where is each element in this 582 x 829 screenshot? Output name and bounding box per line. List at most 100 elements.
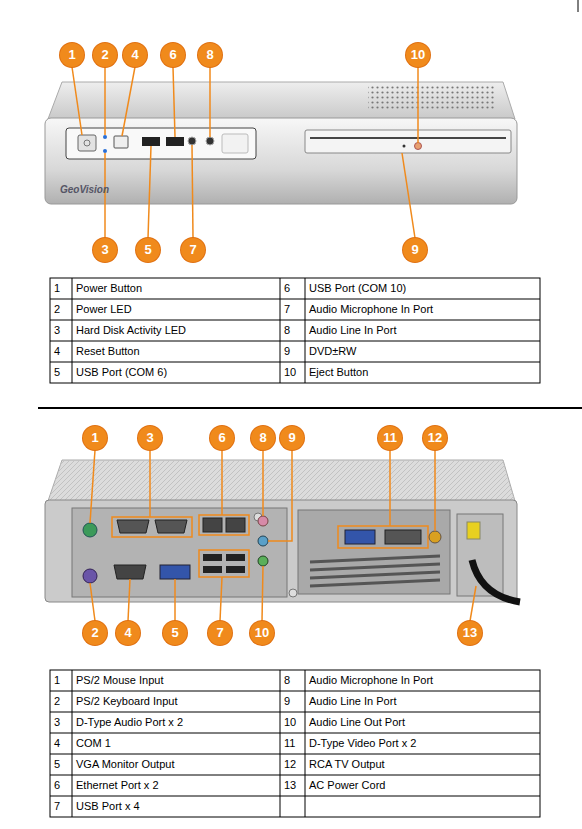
table-cell-text: 8: [284, 670, 303, 691]
case-top: [48, 82, 515, 119]
screw: [289, 589, 297, 597]
table-cell-text: PS/2 Mouse Input: [76, 670, 278, 691]
leader-line: [174, 579, 176, 621]
table-grid: [50, 670, 540, 817]
table-cell-text: Power Button: [76, 278, 278, 299]
dvd-slot: [310, 137, 506, 139]
vga-port: [160, 565, 190, 579]
leader-line: [149, 450, 151, 517]
io-shield: [72, 508, 287, 597]
ethernet-port: [203, 518, 222, 532]
leader-line: [220, 577, 222, 621]
table-cell-text: 5: [54, 754, 70, 775]
table-grid: [50, 670, 540, 817]
expansion-card: [298, 510, 450, 594]
rca-port: [429, 531, 441, 543]
vent-holes: [368, 86, 496, 110]
leader-line: [221, 450, 223, 515]
front-face: [45, 118, 517, 204]
callout-number: 10: [250, 621, 274, 645]
usb-port: [203, 566, 222, 573]
leader-line: [268, 450, 292, 541]
front-panel: [66, 128, 256, 159]
table-cell-text: Ethernet Port x 2: [76, 775, 278, 796]
table-cell-text: Audio Microphone In Port: [309, 299, 538, 320]
leader-line: [417, 67, 419, 143]
leader-line: [470, 586, 476, 621]
leader-line: [72, 67, 82, 135]
leader-line: [402, 153, 415, 238]
table-cell-text: Eject Button: [309, 362, 538, 383]
table-cell-text: 2: [54, 691, 70, 712]
mic-jack: [258, 516, 268, 526]
table-cell-text: AC Power Cord: [309, 775, 538, 796]
usb-port: [226, 566, 245, 573]
power-label: [467, 522, 480, 539]
rear-face: [45, 500, 517, 602]
table-cell-text: 8: [284, 320, 303, 341]
table-cell-text: D-Type Video Port x 2: [309, 733, 538, 754]
leader-line: [192, 145, 193, 238]
callout-box: [199, 515, 249, 535]
power-led: [103, 135, 107, 139]
callout-number: 11: [378, 426, 402, 450]
table-cell-text: COM 1: [76, 733, 278, 754]
hdd-led: [103, 149, 107, 153]
ps2-mouse-port: [83, 523, 97, 537]
dvd-bezel: [305, 130, 511, 153]
power-cord: [472, 560, 520, 602]
callout-number: 3: [138, 426, 162, 450]
table-cell-text: Audio Line In Port: [309, 320, 538, 341]
table-cell-text: PS/2 Keyboard Input: [76, 691, 278, 712]
table-cell-text: 4: [54, 733, 70, 754]
leader-line: [104, 153, 106, 238]
case-texture: [48, 460, 515, 501]
callout-number: 7: [208, 621, 232, 645]
callout-box: [112, 517, 192, 537]
reset-button: [114, 136, 128, 148]
d-type-audio-port: [155, 520, 187, 533]
leader-line: [90, 583, 95, 621]
line-in-jack: [206, 137, 214, 145]
usb-port: [203, 554, 222, 561]
table-cell-text: 9: [284, 341, 303, 362]
case-top: [48, 460, 515, 501]
callout-box: [199, 550, 249, 577]
callout-number: 2: [93, 43, 117, 67]
table-cell-text: Audio Line In Port: [309, 691, 538, 712]
table-cell-text: 7: [54, 796, 70, 817]
table-grid: [50, 278, 540, 383]
usb-port: [166, 137, 184, 146]
callout-number: 4: [116, 621, 140, 645]
dvd-led: [403, 145, 406, 148]
table-cell-text: 10: [284, 362, 303, 383]
eject-button: [415, 143, 422, 150]
callout-number: 6: [161, 43, 185, 67]
callout-number: 8: [251, 426, 275, 450]
table-grid: [50, 278, 540, 383]
table-cell-text: Power LED: [76, 299, 278, 320]
callout-number: 7: [181, 238, 205, 262]
table-cell-text: 6: [54, 775, 70, 796]
callout-number: 10: [406, 43, 430, 67]
callout-number: 3: [93, 238, 117, 262]
callout-number: 13: [458, 621, 482, 645]
table-cell-text: Reset Button: [76, 341, 278, 362]
callout-number: 4: [123, 43, 147, 67]
line-in-jack: [258, 536, 268, 546]
table-cell-text: Audio Line Out Port: [309, 712, 538, 733]
table-cell-text: 2: [54, 299, 70, 320]
power-icon: [84, 140, 90, 146]
ps2-keyboard-port: [83, 569, 97, 583]
table-cell-text: Audio Microphone In Port: [309, 670, 538, 691]
callout-number: 9: [280, 426, 304, 450]
leader-line: [262, 450, 264, 516]
card-vents: [310, 556, 440, 586]
com-port: [114, 565, 146, 579]
callout-number: 1: [60, 43, 84, 67]
table-cell-text: VGA Monitor Output: [76, 754, 278, 775]
leader-line: [262, 566, 263, 621]
callout-number: 9: [403, 238, 427, 262]
callout-number: 8: [198, 43, 222, 67]
callout-number: 5: [136, 238, 160, 262]
